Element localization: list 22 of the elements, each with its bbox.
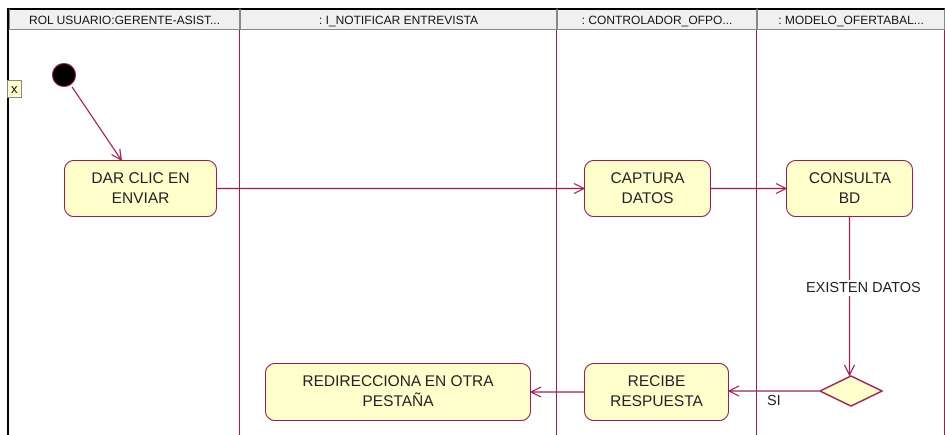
arrow [217, 182, 585, 194]
lane-header: : I_NOTIFICAR ENTREVISTA [240, 8, 557, 30]
activity-box: CONSULTA BD [786, 160, 913, 217]
arrow [728, 385, 819, 397]
decision-diamond [819, 375, 883, 407]
arrow [72, 86, 122, 161]
lane-header: : CONTROLADOR_OFPO... [557, 8, 757, 30]
activity-box: REDIRECCIONA EN OTRA PESTAÑA [265, 363, 531, 421]
edge-label: EXISTEN DATOS [805, 280, 922, 296]
arrow [530, 386, 584, 398]
swimlane [557, 8, 757, 435]
arrow [711, 182, 787, 194]
arrow [844, 217, 856, 376]
swimlane [240, 8, 557, 435]
lane-header: : MODELO_OFERTABAL... [757, 8, 945, 30]
swimlane [7, 8, 240, 435]
activity-box: CAPTURA DATOS [584, 160, 711, 217]
note-tag: x [7, 80, 22, 98]
activity-box: DAR CLIC EN ENVIAR [64, 160, 217, 217]
activity-box: RECIBE RESPUESTA [584, 363, 729, 421]
lane-header: ROL USUARIO:GERENTE-ASIST... [9, 8, 240, 30]
start-node [52, 63, 76, 87]
